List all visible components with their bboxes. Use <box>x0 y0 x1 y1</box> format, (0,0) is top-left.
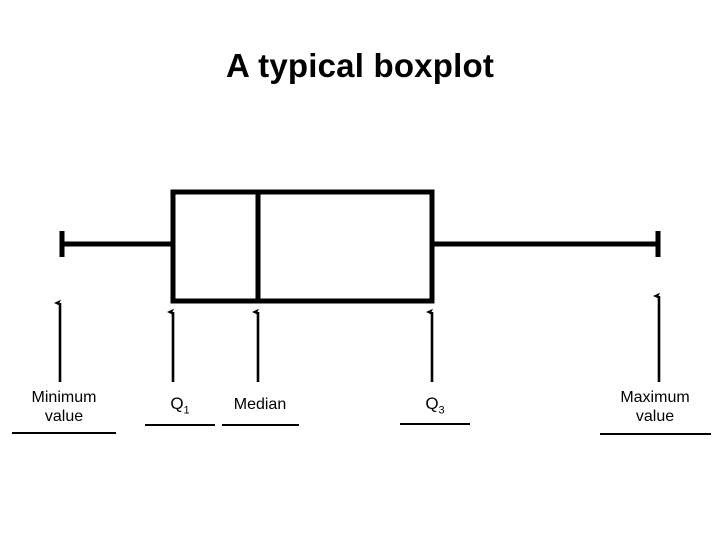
page-title: A typical boxplot <box>225 47 495 84</box>
box-whisker-group <box>59 189 661 304</box>
label-maximum-value: Maximum value <box>620 389 690 425</box>
label-q3-subscript: 3 <box>438 404 445 417</box>
box-iqr <box>170 189 435 304</box>
label-q1: Q1 <box>146 394 214 420</box>
label-q1-base: Q <box>170 394 184 413</box>
label-q3: Q3 <box>400 394 470 420</box>
label-minimum-value: Minimum value <box>31 389 97 425</box>
label-q1-subscript: 1 <box>183 404 190 417</box>
label-median: Median <box>233 396 287 413</box>
label-underlines <box>12 423 711 435</box>
callout-arrows <box>60 296 661 382</box>
label-q3-base: Q <box>425 394 439 413</box>
